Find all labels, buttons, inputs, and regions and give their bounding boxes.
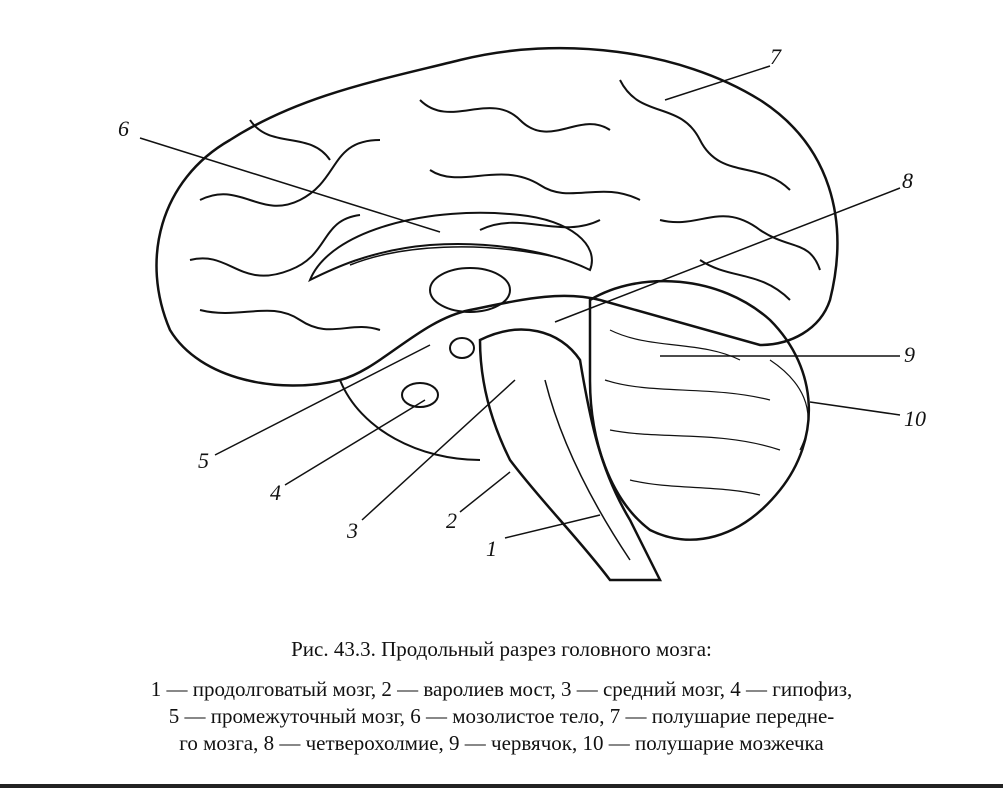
figure-caption-title: Рис. 43.3. Продольный разрез головного м… <box>291 637 712 661</box>
label-5: 5 <box>198 448 209 473</box>
cerebellum <box>588 279 811 541</box>
gyri <box>189 79 821 331</box>
figure-legend: 1 — продолговатый мозг, 2 — варолиев мос… <box>0 676 1003 757</box>
label-7: 7 <box>770 44 781 69</box>
brainstem <box>478 328 663 582</box>
label-1: 1 <box>486 536 497 561</box>
cerebrum-outline <box>155 46 839 387</box>
label-2: 2 <box>446 508 457 533</box>
label-9: 9 <box>904 342 915 367</box>
leader-lines <box>139 65 901 539</box>
legend-line: 5 — промежуточный мозг, 6 — мозолистое т… <box>168 704 835 728</box>
label-10: 10 <box>904 406 926 431</box>
cerebellar-folia <box>604 329 809 496</box>
thalamus <box>429 267 511 313</box>
legend-line: го мозга, 8 — четверохолмие, 9 — червячо… <box>179 731 824 755</box>
pituitary <box>401 382 439 408</box>
label-6: 6 <box>118 116 129 141</box>
label-8: 8 <box>902 168 913 193</box>
legend-line: 1 — продолговатый мозг, 2 — варолиев мос… <box>150 677 853 701</box>
brain-sagittal-illustration <box>139 46 901 582</box>
page-bottom-rule <box>0 784 1003 788</box>
label-4: 4 <box>270 480 281 505</box>
label-3: 3 <box>347 518 358 543</box>
